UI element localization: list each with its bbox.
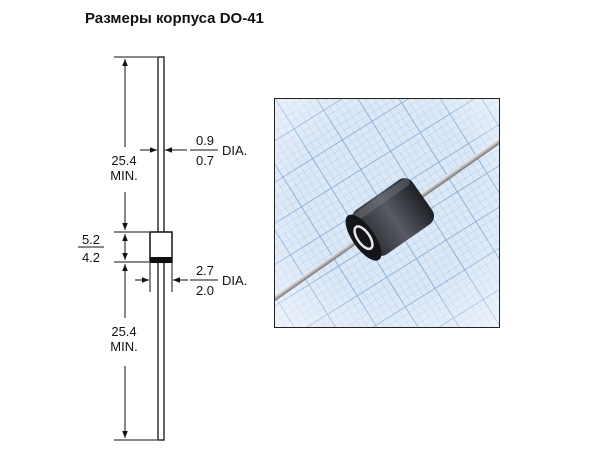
body-diameter-max-label: 2.7 (195, 263, 215, 278)
lead-diameter-max-label: 0.9 (195, 133, 215, 148)
lead-length-top-label: 25.4 MIN. (110, 153, 138, 183)
body-diameter-min-label: 2.0 (195, 283, 215, 298)
diode-photo: O (274, 98, 500, 328)
body-diameter-unit-label: DIA. (222, 273, 248, 288)
lead-diameter-min-label: 0.7 (195, 153, 215, 168)
lead-diameter-unit-label: DIA. (222, 143, 248, 158)
cathode-band (150, 257, 172, 263)
body-length-min-label: 4.2 (81, 250, 101, 265)
lead-length-bottom-label: 25.4 MIN. (110, 324, 138, 354)
body-length-max-label: 5.2 (81, 232, 101, 247)
diode-body-photo: O (345, 178, 435, 261)
page-title: Размеры корпуса DO-41 (85, 10, 264, 27)
